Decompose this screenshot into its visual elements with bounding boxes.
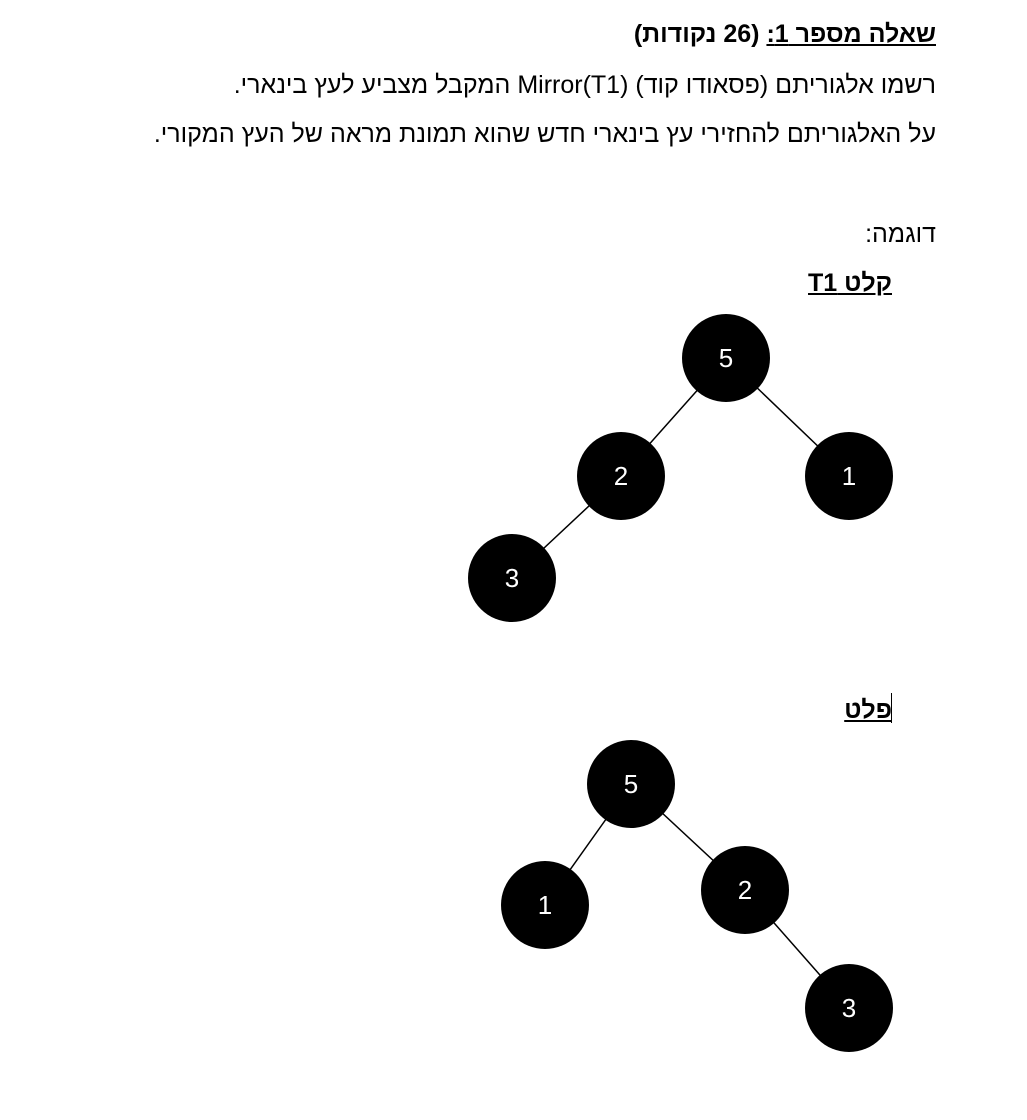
node-value: 3	[505, 563, 519, 593]
question-heading: שאלה מספר 1: (26 נקודות)	[634, 19, 936, 49]
tree-node-right-right: 3	[805, 964, 893, 1052]
node-value: 1	[842, 461, 856, 491]
tree-node-left: 2	[577, 432, 665, 520]
node-value: 3	[842, 993, 856, 1023]
output-tree-diagram: 5 1 2 3	[501, 740, 893, 1052]
function-signature: Mirror(T1)	[517, 71, 629, 99]
question-line-2: על האלגוריתם להחזירי עץ בינארי חדש שהוא …	[153, 120, 936, 148]
question-line-1: רשמו אלגוריתם (פסאודו קוד) Mirror(T1) המ…	[234, 70, 936, 100]
tree-node-root: 5	[587, 740, 675, 828]
line1-post: המקבל מצביע לעץ בינארי.	[233, 71, 518, 99]
tree-node-left-left: 3	[468, 534, 556, 622]
node-value: 2	[738, 875, 752, 905]
input-tree-diagram: 5 2 1 3	[468, 314, 893, 622]
line1-pre: רשמו אלגוריתם (פסאודו קוד)	[628, 71, 936, 99]
node-value: 5	[719, 343, 733, 373]
example-label: דוגמה:	[865, 220, 936, 248]
output-tree-label: פלט	[844, 696, 892, 724]
tree-node-right: 1	[805, 432, 893, 520]
question-number: שאלה מספר 1:	[766, 20, 936, 48]
tree-node-left: 1	[501, 861, 589, 949]
input-tree-label: קלט T1	[808, 269, 892, 297]
node-value: 5	[624, 769, 638, 799]
node-value: 2	[614, 461, 628, 491]
question-points: (26 נקודות)	[633, 20, 760, 48]
tree-node-right: 2	[701, 846, 789, 934]
text-cursor	[891, 693, 892, 723]
node-value: 1	[538, 890, 552, 920]
tree-node-root: 5	[682, 314, 770, 402]
